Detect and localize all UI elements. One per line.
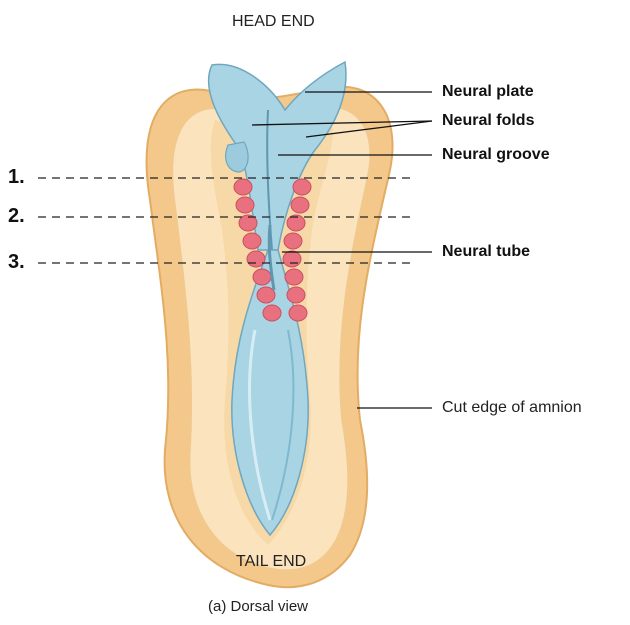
tail-end-label: TAIL END [236,553,306,571]
neural-plate-label: Neural plate [442,83,534,101]
section-marker-3: 3. [8,251,25,274]
amnion-label: Cut edge of amnion [442,399,582,417]
neural-folds-label: Neural folds [442,112,534,130]
figure-caption: (a) Dorsal view [208,598,308,615]
neural-groove-label: Neural groove [442,146,550,164]
neural-tube-label: Neural tube [442,243,530,261]
neural-fold-left [226,142,248,172]
section-marker-2: 2. [8,205,25,228]
head-end-label: HEAD END [232,13,315,31]
section-marker-1: 1. [8,166,25,189]
